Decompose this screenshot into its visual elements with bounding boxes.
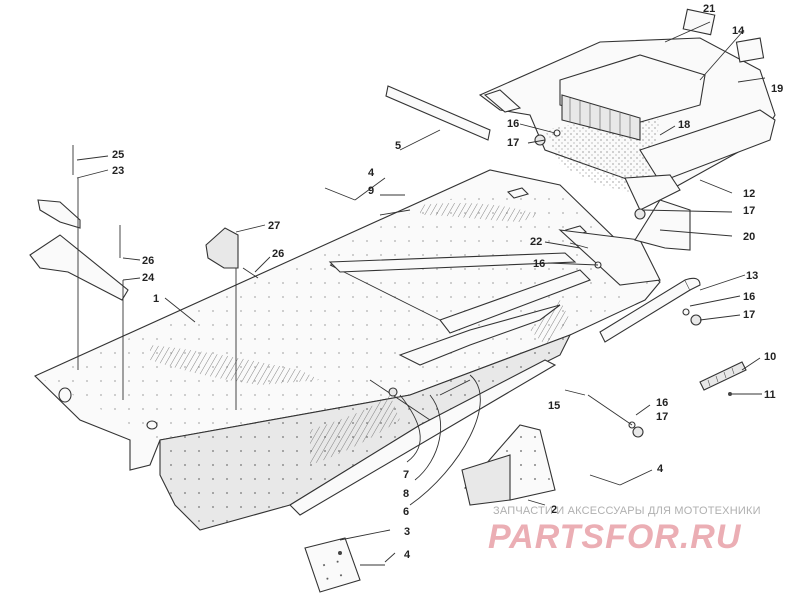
callout-9: 9 xyxy=(368,185,374,197)
callout-4: 4 xyxy=(368,167,375,179)
shading-area xyxy=(420,203,540,222)
watermark-logo-text: PARTSFOR.RU xyxy=(488,518,742,556)
hitch-bracket-2 xyxy=(461,424,556,506)
mounting-hole xyxy=(146,420,158,430)
rear-seat-assembly xyxy=(385,8,776,251)
callout-26: 26 xyxy=(142,255,154,267)
nut-17 xyxy=(690,314,702,326)
nut-8 xyxy=(388,387,398,397)
callout-10: 10 xyxy=(764,351,776,363)
screw-11 xyxy=(728,392,732,396)
callout-12: 12 xyxy=(743,188,755,200)
callout-17: 17 xyxy=(743,309,755,321)
left-brackets xyxy=(29,199,239,301)
watermark-tagline: ЗАПЧАСТИ И АКСЕССУАРЫ ДЛЯ МОТОТЕХНИКИ xyxy=(493,505,761,517)
washer-16 xyxy=(682,308,690,316)
rivet-26 xyxy=(242,267,259,279)
callout-23: 23 xyxy=(112,165,124,177)
bracket-23 xyxy=(37,199,81,229)
rivet-4 xyxy=(589,474,621,486)
callout-21: 21 xyxy=(703,3,715,15)
cover-27 xyxy=(205,227,239,269)
decal-14 xyxy=(735,37,765,63)
tunnel-rear-bracket xyxy=(558,229,661,286)
leader-lines xyxy=(76,21,762,563)
tunnel-slot xyxy=(506,187,530,199)
rivet-4 xyxy=(324,187,356,201)
tunnel-crossbar xyxy=(439,269,591,334)
running-board-edge xyxy=(289,359,557,516)
shading-area xyxy=(530,300,570,345)
callout-19: 19 xyxy=(771,83,783,95)
taillight-housing xyxy=(561,94,641,141)
callout-15: 15 xyxy=(548,400,560,412)
callout-20: 20 xyxy=(743,231,755,243)
tunnel-crossbar xyxy=(328,252,577,273)
mounting-hole xyxy=(58,387,72,403)
bolt-19 xyxy=(737,77,766,83)
callout-5: 5 xyxy=(395,140,401,152)
callout-17: 17 xyxy=(743,205,755,217)
callout-17: 17 xyxy=(507,137,519,149)
callout-2: 2 xyxy=(551,504,557,516)
bolt-22 xyxy=(569,242,589,249)
callout-8: 8 xyxy=(403,488,409,500)
callout-3: 3 xyxy=(404,526,410,538)
rivet-7 xyxy=(369,379,431,421)
nut-17 xyxy=(634,208,646,220)
rear-bumper-13 xyxy=(599,277,701,343)
shading-area xyxy=(310,395,400,465)
watermark-logo: PARTSFOR.RU xyxy=(488,518,742,556)
shading-area xyxy=(150,345,320,385)
callout-17: 17 xyxy=(656,411,668,423)
callout-24: 24 xyxy=(142,272,155,284)
callout-16: 16 xyxy=(656,397,668,409)
callout-1: 1 xyxy=(153,293,159,305)
callout-4: 4 xyxy=(657,463,664,475)
callout-16: 16 xyxy=(533,258,545,270)
bolt-15 xyxy=(564,389,586,396)
reflector-21 xyxy=(682,8,716,36)
nut-17 xyxy=(632,426,644,438)
tunnel-panel xyxy=(34,169,661,531)
callout-25: 25 xyxy=(112,149,124,161)
fasteners xyxy=(72,77,766,566)
tunnel-crossbar xyxy=(398,304,561,366)
callout-22: 22 xyxy=(530,236,542,248)
callout-18: 18 xyxy=(678,119,690,131)
callout-6: 6 xyxy=(403,506,409,518)
callout-27: 27 xyxy=(268,220,280,232)
callout-labels: 1 2 3 4 4 4 5 6 7 8 9 10 11 12 13 14 15 … xyxy=(112,3,783,561)
flap-bracket-20 xyxy=(634,199,691,251)
decal-strip-5 xyxy=(385,85,491,141)
bracket-24 xyxy=(29,234,129,301)
reflector-10 xyxy=(699,361,747,391)
callout-26: 26 xyxy=(272,248,284,260)
callout-16: 16 xyxy=(743,291,755,303)
callout-11: 11 xyxy=(764,389,776,401)
callout-13: 13 xyxy=(746,270,758,282)
callout-4: 4 xyxy=(404,549,411,561)
callout-14: 14 xyxy=(732,25,745,37)
plate-3 xyxy=(304,537,361,593)
callout-16: 16 xyxy=(507,118,519,130)
callout-7: 7 xyxy=(403,469,409,481)
